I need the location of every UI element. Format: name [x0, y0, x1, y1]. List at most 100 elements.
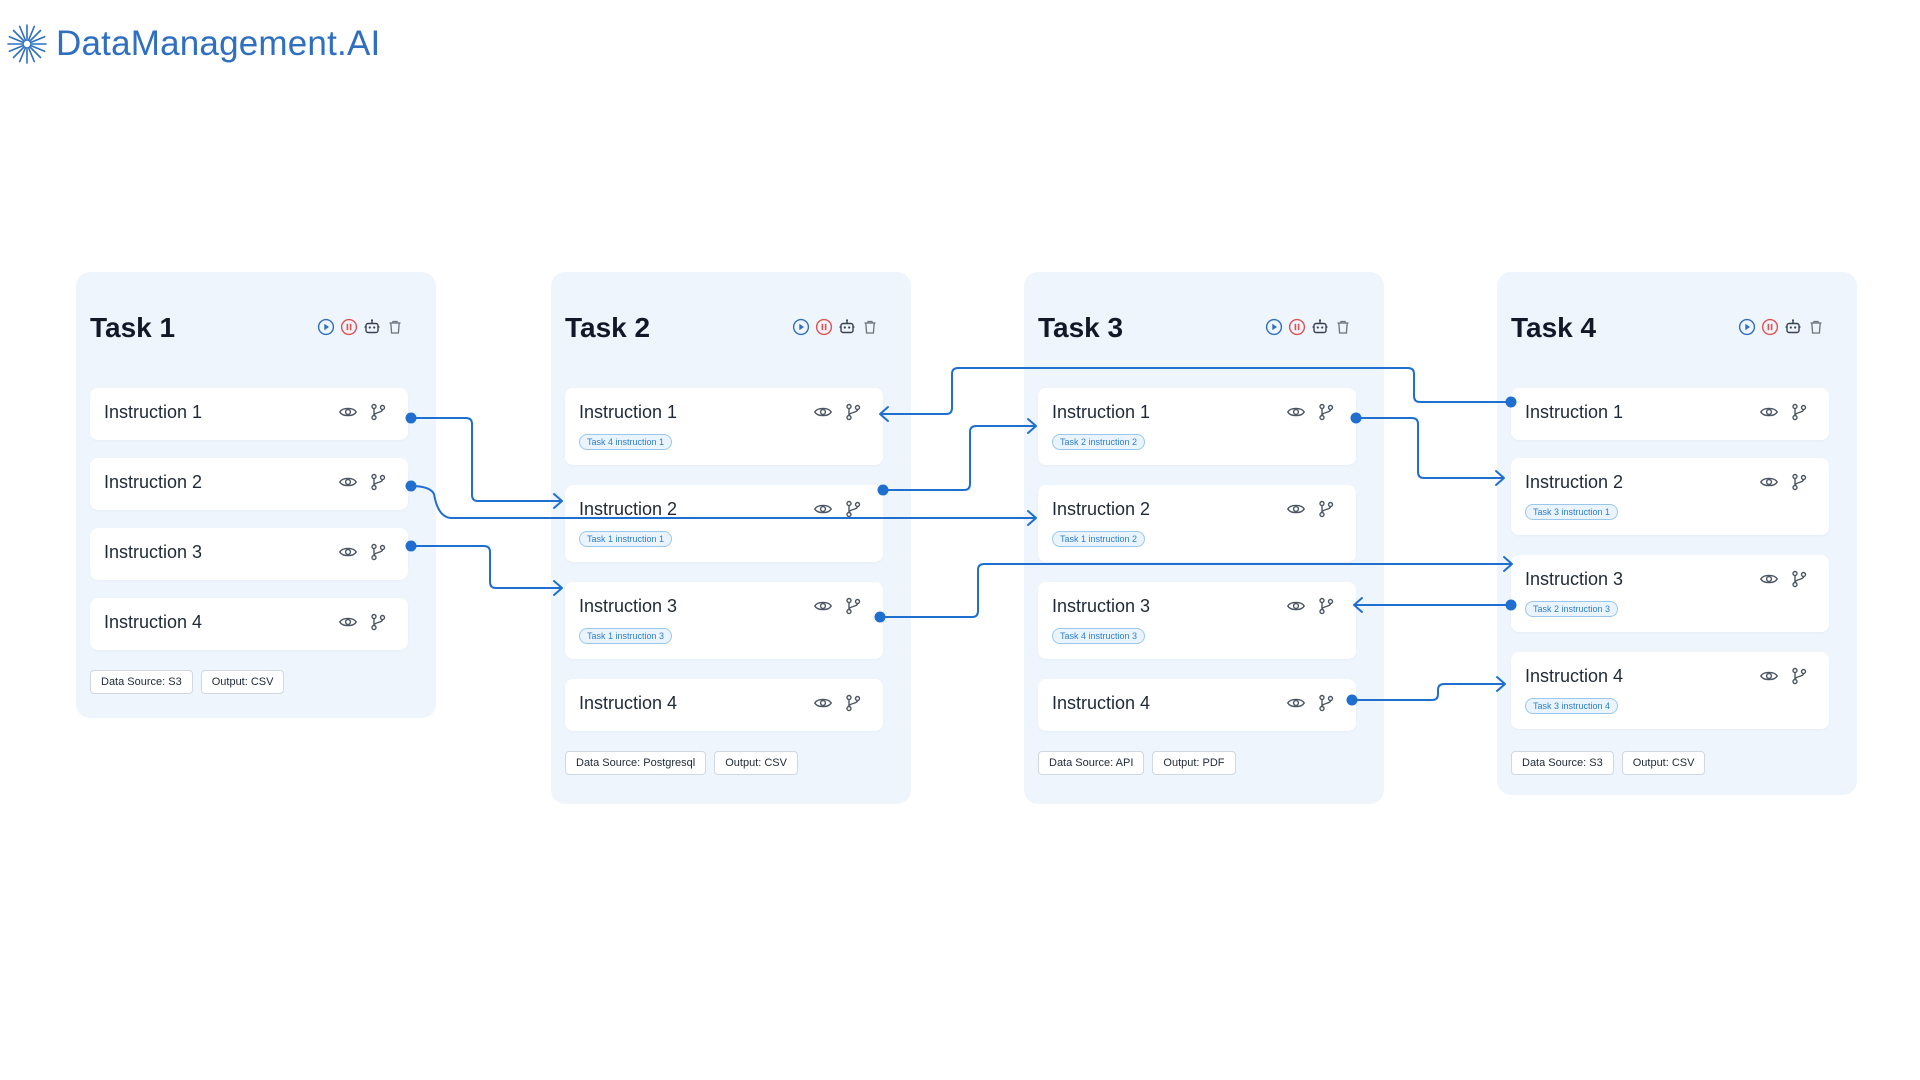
branch-instruction-button[interactable] [1789, 569, 1809, 589]
data-source-chip[interactable]: Data Source: API [1038, 751, 1145, 775]
branch-icon [1789, 569, 1809, 589]
delete-task-button[interactable] [1807, 318, 1825, 336]
robot-icon [1784, 318, 1802, 336]
run-task-button[interactable] [792, 318, 810, 336]
view-instruction-button[interactable] [1286, 499, 1306, 519]
view-instruction-button[interactable] [1759, 569, 1779, 589]
instruction-link-tag[interactable]: Task 1 instruction 1 [579, 531, 673, 547]
view-instruction-button[interactable] [813, 693, 833, 713]
eye-icon [1286, 499, 1306, 519]
delete-task-button[interactable] [386, 318, 404, 336]
branch-instruction-button[interactable] [1316, 693, 1336, 713]
pause-task-button[interactable] [1761, 318, 1779, 336]
view-instruction-button[interactable] [813, 596, 833, 616]
branch-instruction-button[interactable] [1789, 666, 1809, 686]
branch-instruction-button[interactable] [368, 612, 388, 632]
pause-task-button[interactable] [340, 318, 358, 336]
view-instruction-button[interactable] [338, 472, 358, 492]
branch-instruction-button[interactable] [1316, 499, 1336, 519]
branch-instruction-button[interactable] [368, 402, 388, 422]
view-instruction-button[interactable] [338, 402, 358, 422]
robot-icon [838, 318, 856, 336]
agent-task-button[interactable] [363, 318, 381, 336]
branch-instruction-button[interactable] [843, 596, 863, 616]
output-chip[interactable]: Output: CSV [1621, 751, 1706, 775]
task-actions [1265, 318, 1352, 336]
delete-task-button[interactable] [1334, 318, 1352, 336]
view-instruction-button[interactable] [1759, 472, 1779, 492]
instruction-card[interactable]: Instruction 4 [1038, 679, 1356, 731]
delete-task-button[interactable] [861, 318, 879, 336]
branch-instruction-button[interactable] [1316, 596, 1336, 616]
view-instruction-button[interactable] [1759, 402, 1779, 422]
branch-instruction-button[interactable] [843, 499, 863, 519]
instruction-card[interactable]: Instruction 4 [565, 679, 883, 731]
run-task-button[interactable] [317, 318, 335, 336]
instruction-card[interactable]: Instruction 3 [90, 528, 408, 580]
output-chip[interactable]: Output: CSV [200, 670, 285, 694]
instruction-link-tag[interactable]: Task 4 instruction 3 [1052, 628, 1146, 644]
view-instruction-button[interactable] [813, 402, 833, 422]
data-source-chip[interactable]: Data Source: S3 [90, 670, 193, 694]
instruction-card[interactable]: Instruction 1 [1511, 388, 1829, 440]
instruction-link-tag[interactable]: Task 4 instruction 1 [579, 434, 673, 450]
instruction-label: Instruction 4 [104, 612, 203, 632]
branch-instruction-button[interactable] [1789, 472, 1809, 492]
branch-instruction-button[interactable] [843, 693, 863, 713]
view-instruction-button[interactable] [1286, 596, 1306, 616]
agent-task-button[interactable] [1784, 318, 1802, 336]
instruction-card[interactable]: Instruction 2 [90, 458, 408, 510]
view-instruction-button[interactable] [813, 499, 833, 519]
play-icon [1265, 318, 1283, 336]
task-header: Task 3 [1038, 272, 1370, 388]
eye-icon [813, 499, 833, 519]
starburst-logo-icon [7, 24, 47, 64]
instruction-label: Instruction 4 [1052, 693, 1151, 713]
instruction-link-tag[interactable]: Task 2 instruction 3 [1525, 601, 1619, 617]
pause-task-button[interactable] [815, 318, 833, 336]
pause-icon [815, 318, 833, 336]
instruction-actions [813, 596, 863, 616]
instruction-link-tag[interactable]: Task 3 instruction 1 [1525, 504, 1619, 520]
run-task-button[interactable] [1738, 318, 1756, 336]
view-instruction-button[interactable] [338, 612, 358, 632]
branch-instruction-button[interactable] [368, 542, 388, 562]
branch-instruction-button[interactable] [1316, 402, 1336, 422]
view-instruction-button[interactable] [1286, 693, 1306, 713]
branch-instruction-button[interactable] [368, 472, 388, 492]
instruction-card[interactable]: Instruction 4 [90, 598, 408, 650]
branch-icon [1789, 472, 1809, 492]
instruction-link-tag[interactable]: Task 2 instruction 2 [1052, 434, 1146, 450]
instruction-link-tag[interactable]: Task 1 instruction 2 [1052, 531, 1146, 547]
branch-instruction-button[interactable] [1789, 402, 1809, 422]
data-source-chip[interactable]: Data Source: Postgresql [565, 751, 707, 775]
eye-icon [338, 472, 358, 492]
data-source-chip[interactable]: Data Source: S3 [1511, 751, 1614, 775]
instruction-card[interactable]: Instruction 2 Task 1 instruction 1 [565, 485, 883, 562]
view-instruction-button[interactable] [1286, 402, 1306, 422]
branch-instruction-button[interactable] [843, 402, 863, 422]
view-instruction-button[interactable] [1759, 666, 1779, 686]
instruction-label: Instruction 2 [579, 499, 678, 519]
trash-icon [1334, 318, 1352, 336]
run-task-button[interactable] [1265, 318, 1283, 336]
output-chip[interactable]: Output: CSV [714, 751, 798, 775]
view-instruction-button[interactable] [338, 542, 358, 562]
agent-task-button[interactable] [1311, 318, 1329, 336]
instruction-card[interactable]: Instruction 1 [90, 388, 408, 440]
output-chip[interactable]: Output: PDF [1152, 751, 1236, 775]
instruction-label: Instruction 3 [1052, 596, 1151, 616]
instruction-card[interactable]: Instruction 3 Task 4 instruction 3 [1038, 582, 1356, 659]
pause-task-button[interactable] [1288, 318, 1306, 336]
instruction-link-tag[interactable]: Task 3 instruction 4 [1525, 698, 1619, 714]
agent-task-button[interactable] [838, 318, 856, 336]
instruction-link-tag[interactable]: Task 1 instruction 3 [579, 628, 673, 644]
pause-icon [340, 318, 358, 336]
